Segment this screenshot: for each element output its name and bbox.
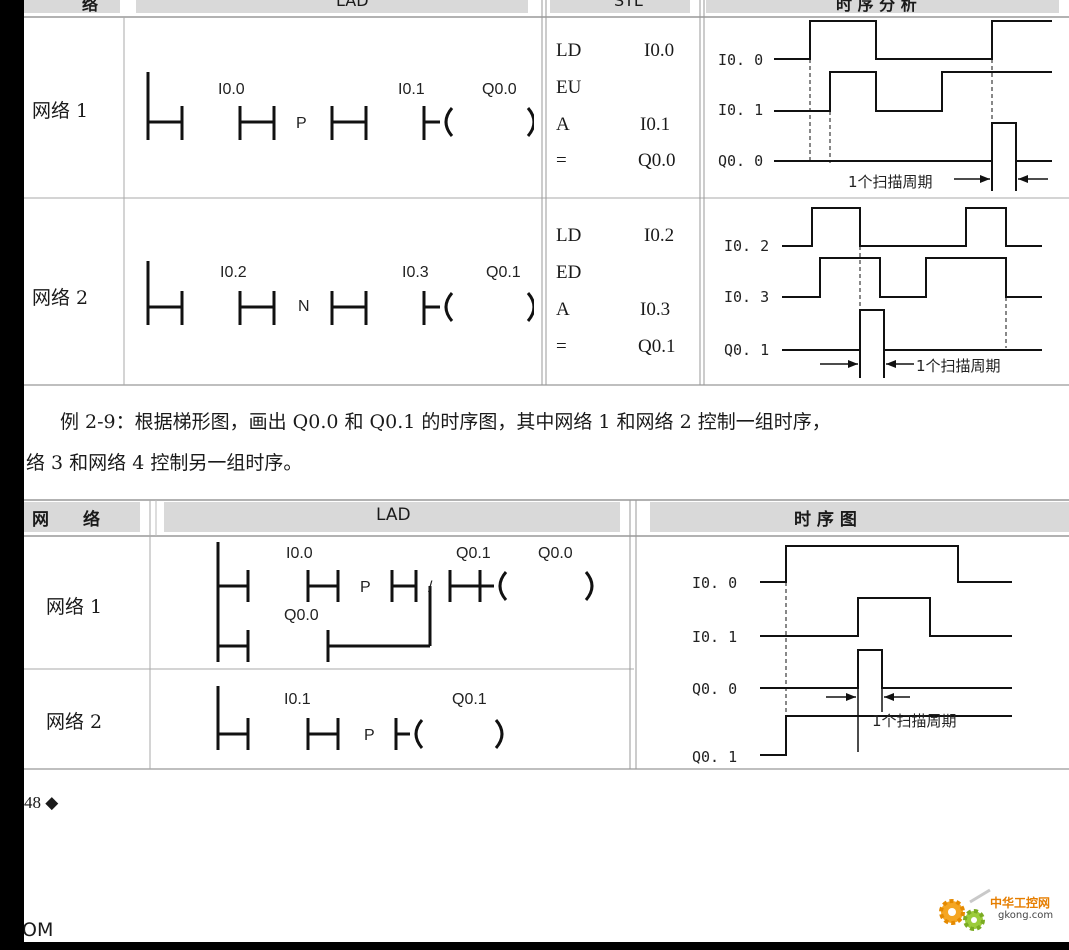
logo-url: gkong.com (998, 910, 1054, 921)
t2-row1-nc-label: Q0.1 (456, 545, 491, 562)
t2-row2-ladder: I0.1 P Q0.1 (216, 686, 504, 750)
t1-row2-label: 网络 2 (32, 287, 89, 309)
t2-sig-2: Q0. 0 (692, 680, 737, 698)
t1-row1-stl-op-2: A (556, 114, 570, 135)
t1-row2-ladder: I0.2 N I0.3 Q0.1 (146, 261, 534, 325)
t1-row1-label: 网络 1 (32, 100, 89, 122)
paragraph-line-1: 例 2-9：根据梯形图，画出 Q0.0 和 Q0.1 的时序图，其中网络 1 和… (60, 411, 831, 433)
t1-header-network-bg (24, 0, 120, 13)
logo-name: 中华工控网 (990, 896, 1051, 910)
t2-grid (24, 499, 1069, 770)
t2-row2-edge-label: P (364, 727, 375, 744)
t2-sig-0: I0. 0 (692, 574, 737, 592)
t1-row2-scan-note: 1个扫描周期 (916, 357, 1001, 375)
t2-row2-out-label: Q0.1 (452, 691, 487, 708)
t1-row2-stl-arg-3: Q0.1 (638, 336, 676, 357)
t2-sig-1: I0. 1 (692, 628, 737, 646)
t1-row2-wave-1 (782, 257, 1042, 298)
t2-sig-3: Q0. 1 (692, 748, 737, 766)
t1-row1-timing: I0. 0 I0. 1 Q0. 0 1个扫描周期 (718, 20, 1052, 191)
t2-header-timing: 时 序 图 (794, 510, 857, 530)
t2-header-network: 网 络 (32, 510, 100, 530)
t1-header-stl: STL (614, 0, 643, 10)
t1-row2-sig-1: I0. 3 (724, 288, 769, 306)
t1-header-timing-bg (706, 0, 1059, 13)
t2-row1-edge-label: P (360, 579, 371, 596)
t2-header-timing-bg (650, 502, 1069, 532)
t1-row1-stl-op-0: LD (556, 40, 582, 61)
t2-row1-not-slash: / (428, 579, 433, 596)
paragraph-line-2: 络 3 和网络 4 控制另一组时序。 (26, 452, 303, 474)
t1-row1-in2-label: I0.1 (398, 81, 425, 98)
gear-icon (939, 888, 991, 931)
t1-row1-in1-label: I0.0 (218, 81, 245, 98)
t1-row2-edge-label: N (298, 298, 310, 315)
t1-header-network: 络 (82, 0, 99, 14)
t1-grid (24, 0, 1069, 386)
t1-row1-sig-2: Q0. 0 (718, 152, 763, 170)
t1-header-timing: 时 序 分 析 (836, 0, 917, 14)
t2-row1-hold-label: Q0.0 (284, 607, 319, 624)
t1-row1-stl-arg-2: I0.1 (640, 114, 671, 135)
t2-row1-in1-label: I0.0 (286, 545, 313, 562)
corner-text: OM (24, 919, 54, 941)
t1-row2-timing: I0. 2 I0. 3 Q0. 1 1个扫描周期 (724, 207, 1042, 378)
t2-row2-label: 网络 2 (46, 711, 103, 733)
t1-row2-stl-arg-0: I0.2 (644, 225, 675, 246)
t1-row1-scan-note: 1个扫描周期 (848, 173, 933, 191)
t2-row1-ladder: I0.0 P Q0.1 / Q0.0 Q0.0 (216, 542, 594, 662)
t1-row2-stl-op-2: A (556, 299, 570, 320)
t1-row2-stl-op-3: = (556, 336, 567, 357)
document-page: 络 LAD STL 时 序 分 析 网络 1 网络 2 (24, 0, 1069, 942)
t2-wave-2 (760, 649, 1012, 689)
t1-row2-wave-0 (782, 207, 1042, 247)
t1-row1-stl-op-1: EU (556, 77, 582, 98)
t2-header-network-bg (24, 502, 140, 532)
t2-wave-1 (760, 597, 1012, 637)
t1-header-stl-bg (550, 0, 690, 13)
t1-row1-stl-op-3: = (556, 150, 567, 171)
t1-row1-sig-0: I0. 0 (718, 51, 763, 69)
t1-row2-wave-2 (782, 309, 1042, 351)
t1-row1-wave-2 (774, 122, 1052, 162)
t2-scan-note: 1个扫描周期 (872, 712, 957, 730)
t2-wave-3 (760, 715, 1012, 756)
page-number: 48 ◆ (24, 793, 59, 812)
t1-header-lad: LAD (336, 0, 369, 10)
t1-row1-wave-0 (774, 20, 1052, 60)
t1-header-lad-bg (136, 0, 528, 13)
t1-row2-in2-label: I0.3 (402, 264, 429, 281)
t1-row1-ladder: I0.0 P I0.1 Q0.0 (146, 72, 534, 140)
t1-row2-sig-2: Q0. 1 (724, 341, 769, 359)
t2-header-lad-bg (164, 502, 620, 532)
t2-row2-in1-label: I0.1 (284, 691, 311, 708)
t1-row1-out-label: Q0.0 (482, 81, 517, 98)
t2-timing: I0. 0 I0. 1 Q0. 0 Q0. 1 1个扫描周期 (692, 545, 1012, 766)
t1-row2-in1-label: I0.2 (220, 264, 247, 281)
t1-row1-stl-arg-3: Q0.0 (638, 150, 676, 171)
t1-row2-out-label: Q0.1 (486, 264, 521, 281)
t1-row1-edge-label: P (296, 115, 307, 132)
t2-header-lad: LAD (376, 505, 411, 525)
t1-row2-stl-arg-2: I0.3 (640, 299, 671, 320)
t2-row1-label: 网络 1 (46, 596, 103, 618)
t1-row1-stl-arg-0: I0.0 (644, 40, 675, 61)
gkong-logo: 中华工控网 gkong.com (932, 884, 1067, 936)
t2-wave-0 (760, 545, 1012, 583)
t2-row1-out-label: Q0.0 (538, 545, 573, 562)
t1-row2-stl-op-0: LD (556, 225, 582, 246)
t1-row2-sig-0: I0. 2 (724, 237, 769, 255)
t1-row1-sig-1: I0. 1 (718, 101, 763, 119)
t1-row2-stl-op-1: ED (556, 262, 582, 283)
t1-row1-wave-1 (774, 71, 1052, 112)
